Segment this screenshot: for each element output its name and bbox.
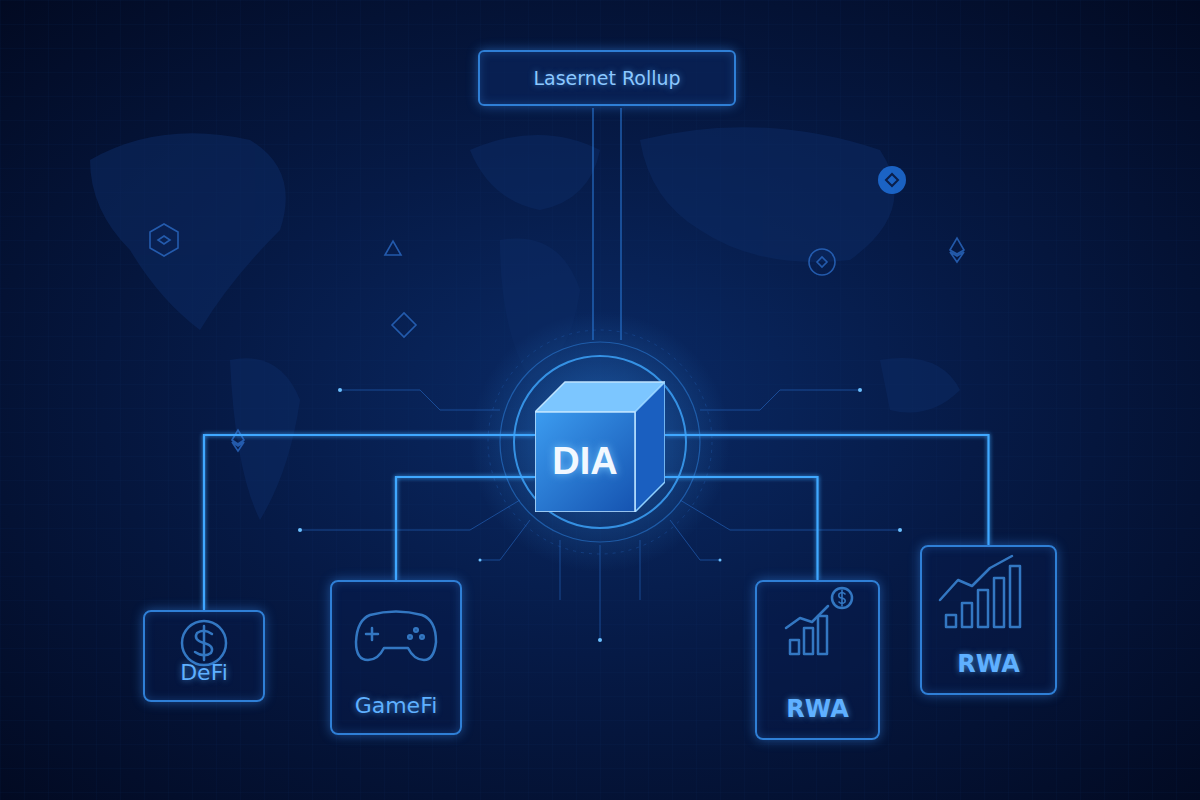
node-icons [182,556,1020,665]
ring [488,330,712,554]
ring [514,356,686,528]
connector [396,477,535,580]
cube-glow [470,312,730,572]
node-label: RWA [786,695,848,724]
category-box: RWA [920,545,1057,695]
ring [500,342,700,542]
category-box: DeFi [143,610,265,702]
category-box: GameFi [330,580,462,735]
connector [665,477,818,580]
node-label: RWA [957,650,1019,679]
category-box: RWA [755,580,880,740]
node-label: GameFi [355,693,438,719]
node-label: DeFi [180,660,228,686]
connector [606,106,608,372]
token-badge [878,166,906,194]
dia-cube: DIA [535,372,665,512]
node-label: Lasernet Rollup [533,67,680,90]
cube-label: DIA [535,412,635,512]
rollup-box: Lasernet Rollup [478,50,736,106]
connector [665,435,989,545]
